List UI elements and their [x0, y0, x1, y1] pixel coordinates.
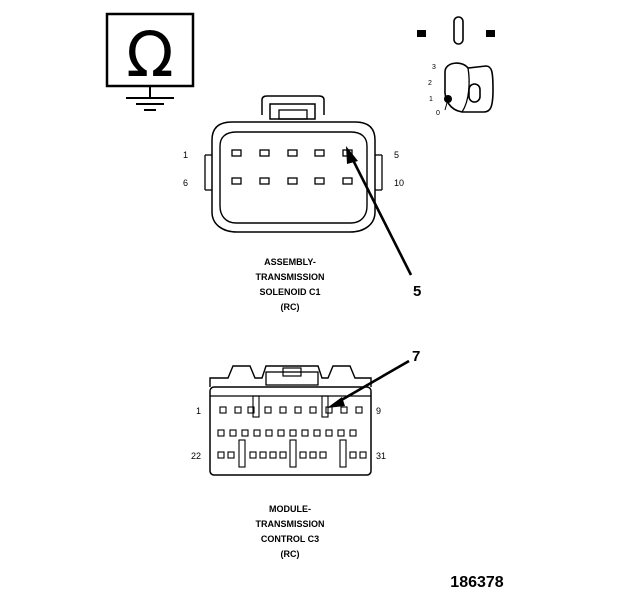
key-position-label: 2 — [428, 80, 432, 87]
key-position-label: 0 — [436, 110, 440, 117]
c1-label-line: (RC) — [281, 302, 300, 312]
ohm-icon: Ω — [126, 18, 173, 91]
ignition-key-icon: 3 2 1 0 — [428, 62, 494, 117]
c3-label-line: TRANSMISSION — [255, 519, 324, 529]
c1-callout-number: 5 — [413, 283, 421, 300]
c1-label-line: SOLENOID C1 — [259, 287, 320, 297]
key-position-label: 1 — [429, 96, 433, 103]
c1-pin-label-last-bottom: 10 — [394, 178, 404, 188]
c3-pin-label-first-bottom: 22 — [191, 451, 201, 461]
c3-callout-number: 7 — [412, 348, 420, 365]
c3-label-line: CONTROL C3 — [261, 534, 319, 544]
c1-label-line: TRANSMISSION — [255, 272, 324, 282]
c3-pin-cavities — [217, 406, 367, 459]
c1-callout-arrow — [346, 146, 413, 276]
c1-pin-cavities — [231, 149, 353, 185]
connector-c1: 1 5 6 10 — [183, 95, 404, 233]
c3-pin-label-last-bottom: 31 — [376, 451, 386, 461]
c3-callout-arrow — [327, 359, 410, 408]
connector-c3: 1 9 22 31 — [191, 365, 386, 476]
figure-number: 186378 — [450, 574, 503, 591]
c3-pin-label-last-top: 9 — [376, 406, 381, 416]
c1-pin-label-first-bottom: 6 — [183, 178, 188, 188]
ground-icon — [126, 97, 174, 111]
c1-pin-label-first-top: 1 — [183, 150, 188, 160]
c3-label-line: MODULE- — [269, 504, 311, 514]
c1-pin-label-last-top: 5 — [394, 150, 399, 160]
disconnect-icon — [417, 16, 495, 45]
c1-label: ASSEMBLY- TRANSMISSION SOLENOID C1 (RC) — [255, 257, 324, 312]
c3-pin-label-first-top: 1 — [196, 406, 201, 416]
c1-label-line: ASSEMBLY- — [264, 257, 316, 267]
c3-label: MODULE- TRANSMISSION CONTROL C3 (RC) — [255, 504, 324, 559]
key-position-label: 3 — [432, 64, 436, 71]
c3-label-line: (RC) — [281, 549, 300, 559]
ohmmeter-symbol: Ω — [105, 12, 195, 111]
